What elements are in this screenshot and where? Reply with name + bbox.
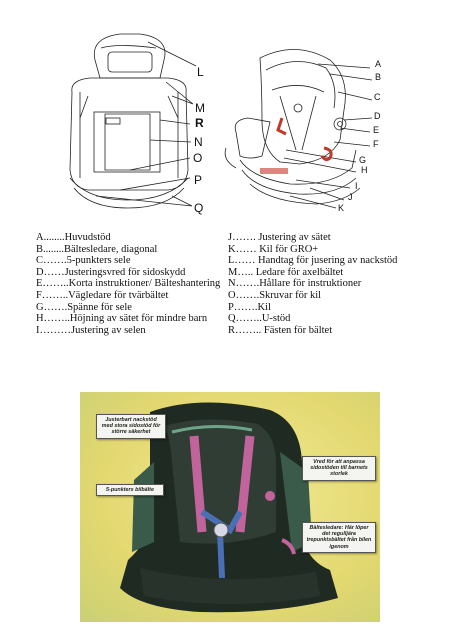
legend-item: N…….Hållare för instruktioner [228, 278, 362, 290]
legend-item: O…….Skruvar för kil [228, 289, 322, 301]
legend-item: L…… Handtag för jusering av nackstöd [228, 255, 398, 267]
car-seat-illustration [80, 392, 380, 622]
note-belt-guide: Bältesledare: Här löper det regulljära t… [302, 522, 376, 553]
callout-K: K [338, 203, 345, 213]
legend-item: Q……..U-stöd [228, 313, 291, 325]
legend-item: D……Justeringsvred för sidoskydd [36, 266, 186, 278]
callout-R: R [195, 116, 204, 130]
car-seat-diagram [69, 33, 373, 209]
legend-left-column: A........Huvudstöd B........Bältesledare… [36, 232, 220, 336]
note-headrest: Justerbart nackstöd med stora sidostöd f… [96, 414, 166, 439]
harness-highlight [260, 117, 333, 174]
callout-D: D [374, 111, 381, 121]
callout-L: L [197, 65, 204, 79]
legend-item: M….. Ledare för axelbältet [228, 266, 344, 278]
callout-J: J [348, 192, 353, 202]
note-harness: 5-punkters bilbälte [96, 484, 164, 497]
callout-N: N [194, 135, 203, 149]
seat-back-view [69, 33, 189, 209]
callout-I: I [355, 181, 358, 191]
callout-G: G [359, 155, 367, 165]
legend-item: P…….Kil [228, 301, 271, 313]
legend-item: I………Justering av selen [36, 324, 146, 336]
legend-item: J……. Justering av sätet [228, 232, 331, 243]
legend-item: H……..Höjning av sätet för mindre barn [36, 313, 208, 325]
callout-F: F [373, 139, 379, 149]
note-side-adjust: Vred för att anpassa sidostöden till bar… [302, 456, 376, 481]
callout-M: M [195, 101, 205, 115]
callout-E: E [373, 125, 380, 135]
seat-front-view [224, 49, 361, 205]
callout-O: O [193, 151, 203, 165]
legend-item: B........Bältesledare, diagonal [36, 243, 158, 255]
legend-item: E……..Korta instruktioner/ Bälteshanterin… [36, 278, 221, 290]
legend-item: G…….Spänne för sele [36, 301, 132, 313]
legend-item: C…….5-punkters sele [36, 255, 131, 267]
callout-C: C [374, 92, 381, 102]
callout-P: P [194, 173, 203, 187]
legend-item: K…… Kil för GRO+ [228, 243, 319, 255]
callout-Q: Q [194, 201, 204, 215]
callout-H: H [361, 165, 368, 175]
legend-item: A........Huvudstöd [36, 232, 111, 243]
legend-right-column: J……. Justering av sätet K…… Kil för GRO+… [228, 232, 397, 336]
legend-item: R…….. Fästen för bältet [228, 324, 333, 336]
legend-item: F……..Vägledare för tvärbältet [36, 289, 169, 301]
callout-A: A [375, 59, 382, 69]
product-photo: Justerbart nackstöd med stora sidostöd f… [80, 392, 380, 622]
callout-B: B [375, 72, 382, 82]
